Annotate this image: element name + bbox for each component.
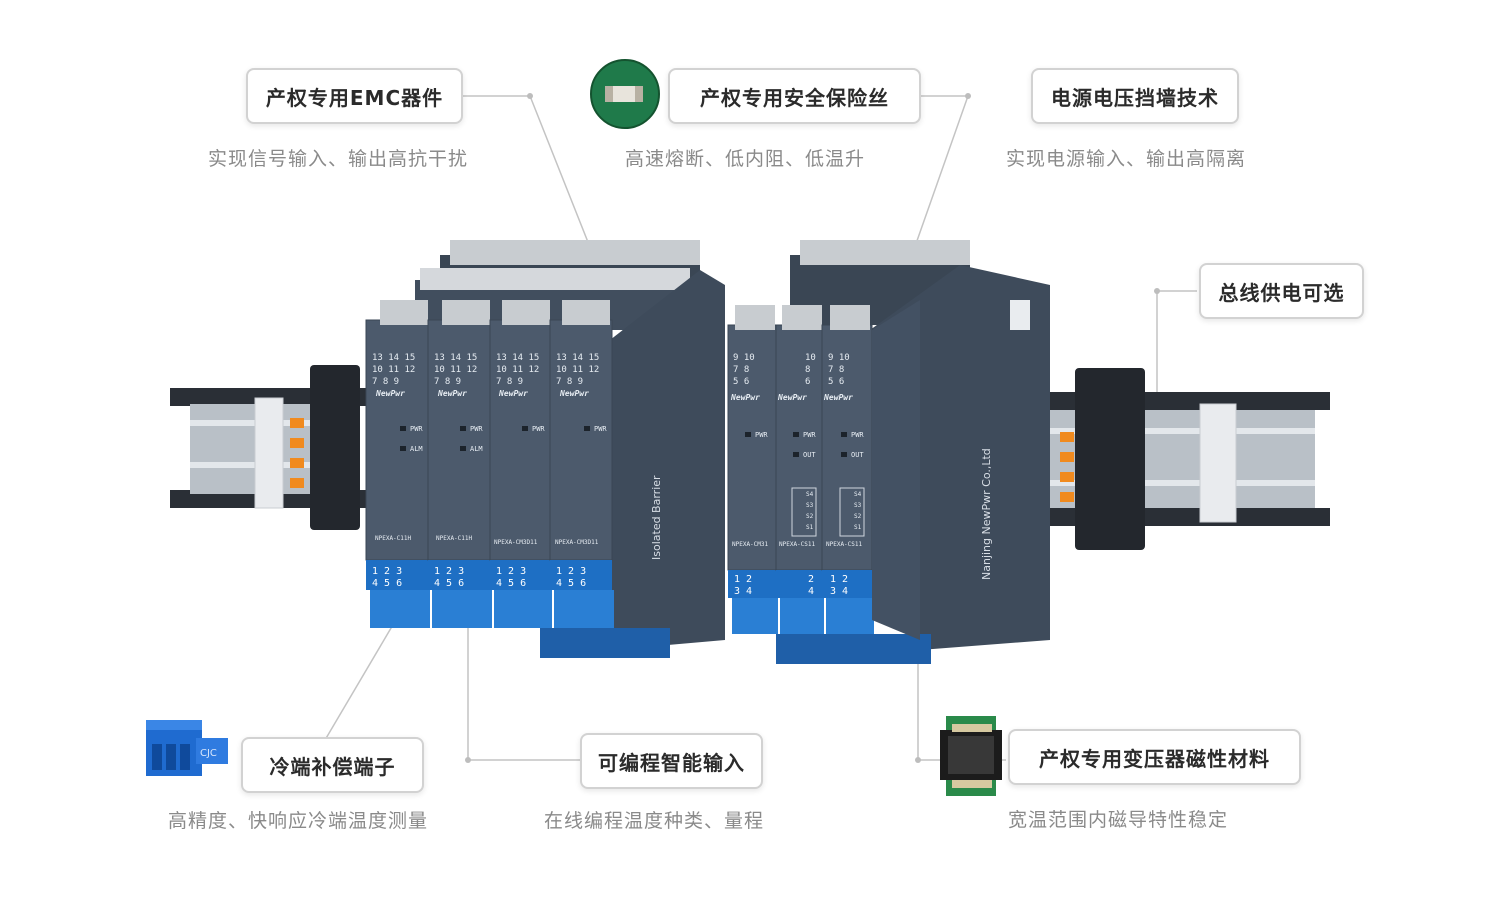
terminal-label: 8 [805, 365, 810, 375]
terminal-label: 13 14 15 [556, 353, 599, 363]
feature-surge-title: 电源电压挡墙技术 [1031, 68, 1239, 124]
feature-prog-title: 可编程智能输入 [580, 733, 763, 789]
terminal-label: 1 2 3 [372, 566, 402, 577]
terminal-label: 3 4 [830, 586, 848, 597]
terminal-label: 13 14 15 [496, 353, 539, 363]
led-label: PWR [755, 431, 768, 439]
terminal-label: 7 8 9 [556, 377, 583, 387]
brand-logo: NewPwr [730, 393, 760, 402]
feature-transformer-desc: 宽温范围内磁导特性稳定 [1008, 809, 1229, 831]
cjc-label: CJC [200, 748, 217, 759]
model-label: NPEXA-CM3D11 [494, 539, 538, 546]
terminal-label: 4 [808, 586, 814, 597]
terminal-label: 10 11 12 [496, 365, 539, 375]
model-label: NPEXA-C11H [375, 535, 412, 542]
feature-prog-desc: 在线编程温度种类、量程 [544, 810, 765, 832]
terminal-label: 9 10 [828, 353, 850, 363]
brand-logo: NewPwr [823, 393, 853, 402]
feature-fuse-title: 产权专用安全保险丝 [668, 68, 921, 124]
terminal-label: 1 2 [830, 574, 848, 585]
cjc-terminal-photo: CJC [146, 720, 228, 776]
terminal-label: 10 11 12 [556, 365, 599, 375]
feature-emc-title: 产权专用EMC器件 [246, 68, 463, 124]
led-label: PWR [803, 431, 816, 439]
feature-surge-desc: 实现电源输入、输出高隔离 [1006, 148, 1247, 170]
terminal-label: 4 5 6 [496, 578, 526, 589]
feature-cjc-title: 冷端补偿端子 [241, 737, 424, 793]
module-row-right [727, 300, 931, 664]
terminal-label: 6 [805, 377, 810, 387]
terminal-label: 3 4 [734, 586, 752, 597]
feature-bus-title: 总线供电可选 [1199, 263, 1364, 319]
terminal-label: 13 14 15 [434, 353, 477, 363]
terminal-label: 4 5 6 [434, 578, 464, 589]
dip-label: S1 [854, 524, 862, 531]
terminal-label: 5 6 [828, 377, 844, 387]
fuse-photo [590, 59, 660, 129]
model-label: NPEXA-CM3D11 [555, 539, 599, 546]
dip-label: S1 [806, 524, 814, 531]
feature-emc-desc: 实现信号输入、输出高抗干扰 [208, 148, 469, 170]
terminal-label: 1 2 3 [434, 566, 464, 577]
terminal-label: 7 8 [733, 365, 749, 375]
feature-fuse-desc: 高速熔断、低内阻、低温升 [625, 148, 866, 170]
din-rail-right [1040, 368, 1330, 550]
led-label: OUT [803, 451, 816, 459]
terminal-label: 4 5 6 [556, 578, 586, 589]
terminal-label: 2 [808, 574, 814, 585]
feature-cjc-desc: 高精度、快响应冷端温度测量 [168, 810, 429, 832]
dip-label: S3 [806, 502, 814, 509]
brand-logo: NewPwr [437, 389, 467, 398]
terminal-label: 4 5 6 [372, 578, 402, 589]
led-label: PWR [851, 431, 864, 439]
dip-switch [791, 487, 865, 537]
dip-label: S2 [854, 513, 862, 520]
model-label: NPEXA-CM31 [732, 541, 769, 548]
model-label: NPEXA-CS11 [826, 541, 863, 548]
module-row-left [365, 300, 670, 658]
dip-label: S2 [806, 513, 814, 520]
led-label: PWR [470, 425, 483, 433]
terminal-label: 1 2 3 [496, 566, 526, 577]
dip-label: S3 [854, 502, 862, 509]
led-label: ALM [410, 445, 423, 453]
led-label: PWR [532, 425, 545, 433]
svg-text:Nanjing NewPwr Co.,Ltd: Nanjing NewPwr Co.,Ltd [980, 448, 993, 580]
terminal-label: 1 2 3 [556, 566, 586, 577]
brand-logo: NewPwr [777, 393, 807, 402]
terminal-label: 7 8 9 [372, 377, 399, 387]
brand-logo: NewPwr [559, 389, 589, 398]
brand-logo: NewPwr [375, 389, 405, 398]
model-label: NPEXA-C11H [436, 535, 473, 542]
terminal-label: 10 11 12 [372, 365, 415, 375]
led-label: OUT [851, 451, 864, 459]
led-label: ALM [470, 445, 483, 453]
svg-text:Isolated Barrier: Isolated Barrier [650, 475, 663, 560]
dip-label: S4 [854, 491, 862, 498]
terminal-label: 7 8 9 [434, 377, 461, 387]
terminal-label: 9 10 [733, 353, 755, 363]
terminal-label: 7 8 9 [496, 377, 523, 387]
brand-logo: NewPwr [498, 389, 528, 398]
terminal-label: 1 2 [734, 574, 752, 585]
dip-label: S4 [806, 491, 814, 498]
din-rail-left [170, 365, 370, 530]
terminal-label: 13 14 15 [372, 353, 415, 363]
model-label: NPEXA-CS11 [779, 541, 816, 548]
terminal-label: 5 6 [733, 377, 749, 387]
terminal-label: 7 8 [828, 365, 844, 375]
led-label: PWR [594, 425, 607, 433]
terminal-label: 10 [805, 353, 816, 363]
feature-transformer-title: 产权专用变压器磁性材料 [1008, 729, 1301, 785]
terminal-label: 10 11 12 [434, 365, 477, 375]
led-label: PWR [410, 425, 423, 433]
transformer-photo [940, 716, 1002, 796]
